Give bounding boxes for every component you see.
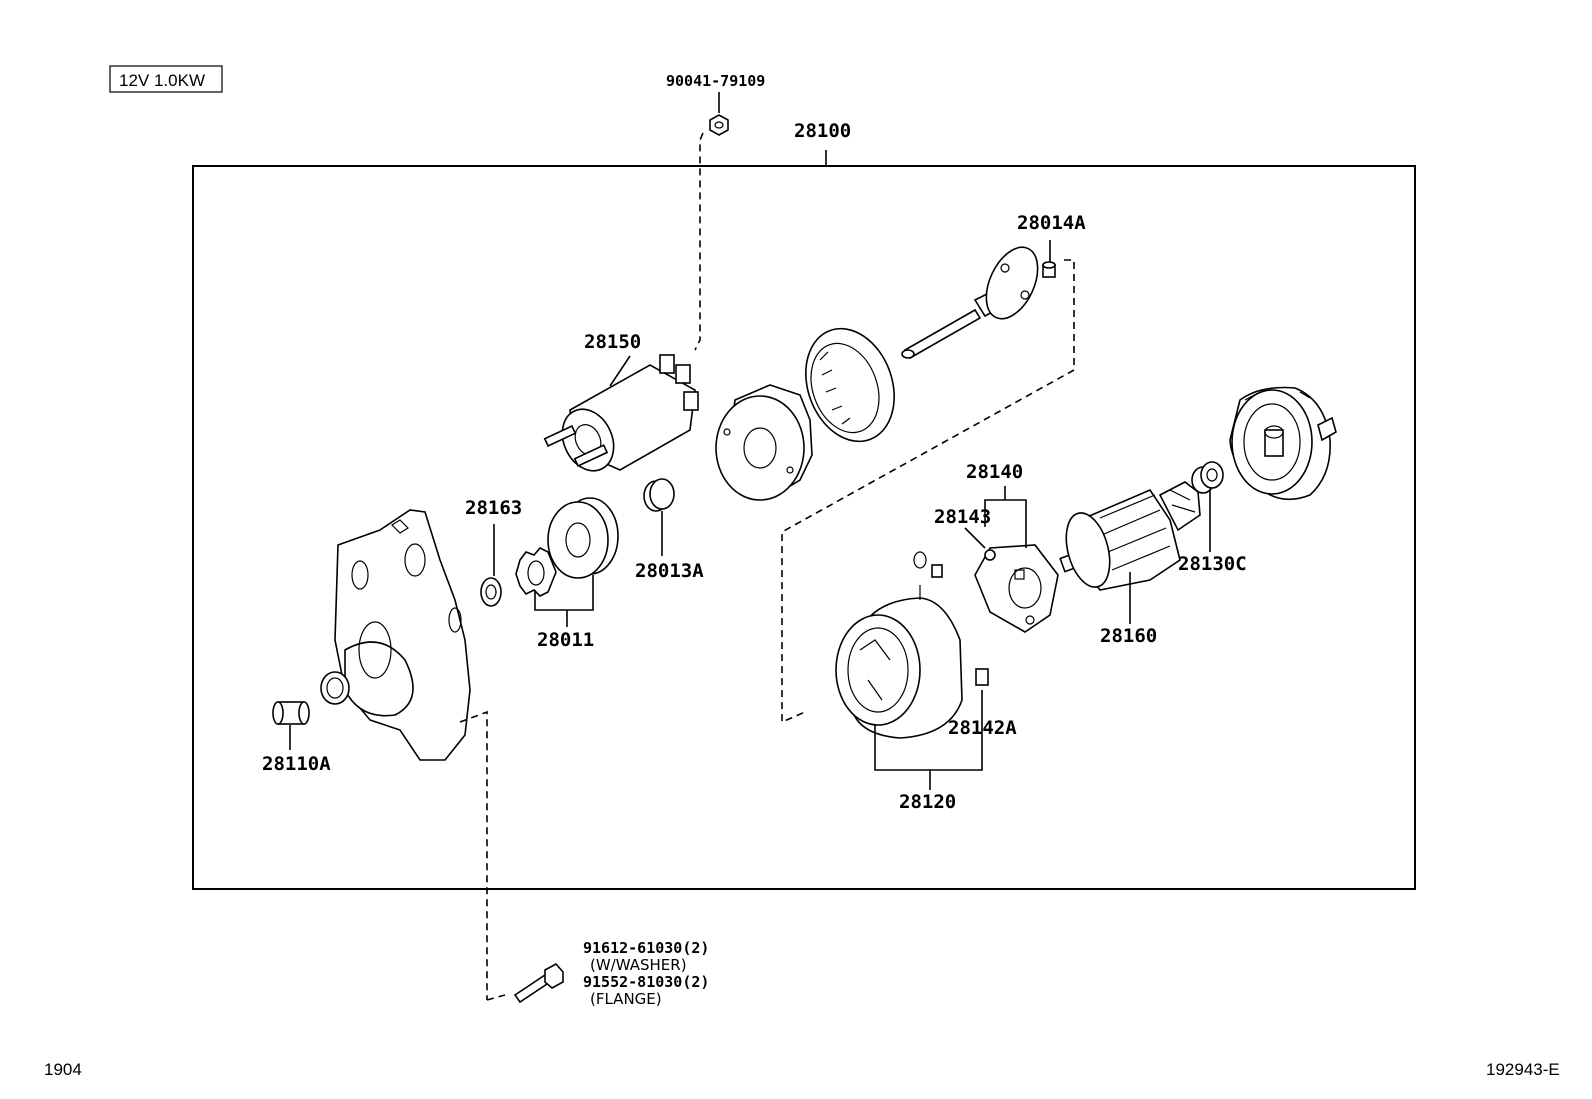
footer-right-code: 192943-E: [1486, 1060, 1560, 1079]
armature-icon: [1059, 481, 1201, 591]
retainer-ring-icon: [643, 478, 675, 512]
part-label-28013A[interactable]: 28013A: [635, 560, 704, 582]
front-housing-icon: [320, 509, 471, 761]
assembly-number-label[interactable]: 28100: [794, 120, 851, 142]
bolt-flange-note: (FLANGE): [590, 990, 662, 1008]
bolt-icon: [513, 962, 564, 1004]
part-label-28140[interactable]: 28140: [966, 461, 1023, 483]
bolt-flange-part-label[interactable]: 91552-81030(2): [583, 973, 709, 991]
spec-box: 12V 1.0KW: [109, 65, 223, 93]
part-label-28011[interactable]: 28011: [537, 629, 594, 651]
bearing-icon: [1191, 461, 1224, 494]
spec-label: 12V 1.0KW: [119, 71, 205, 90]
end-cover-icon: [1229, 386, 1337, 501]
bushing-icon: [272, 701, 310, 725]
part-label-28014A[interactable]: 28014A: [1017, 212, 1086, 234]
pinion-gear-icon: [515, 547, 557, 597]
yoke-icon: [835, 551, 989, 739]
small-bushing-icon: [1042, 261, 1056, 278]
footer-left-code: 1904: [44, 1060, 82, 1079]
assembly-frame: [192, 165, 1416, 890]
bolt-washer-note: (W/WASHER): [590, 956, 687, 974]
part-label-28143[interactable]: 28143: [934, 506, 991, 528]
solenoid-icon: [543, 354, 699, 472]
gear-housing-icon: [715, 384, 813, 501]
internal-gear-icon: [805, 327, 895, 443]
part-label-28163[interactable]: 28163: [465, 497, 522, 519]
part-label-28150[interactable]: 28150: [584, 331, 641, 353]
part-label-28130C[interactable]: 28130C: [1178, 553, 1247, 575]
part-label-28110A[interactable]: 28110A: [262, 753, 331, 775]
nut-icon: [709, 92, 729, 136]
bolt-washer-part-label[interactable]: 91612-61030(2): [583, 939, 709, 957]
part-label-28142A[interactable]: 28142A: [948, 717, 1017, 739]
washer-icon: [480, 577, 502, 607]
clutch-icon: [547, 497, 619, 579]
brush-holder-icon: [974, 544, 1059, 633]
planetary-shaft-icon: [901, 246, 1039, 360]
part-label-28160[interactable]: 28160: [1100, 625, 1157, 647]
nut-part-label[interactable]: 90041-79109: [666, 72, 765, 90]
part-label-28120[interactable]: 28120: [899, 791, 956, 813]
